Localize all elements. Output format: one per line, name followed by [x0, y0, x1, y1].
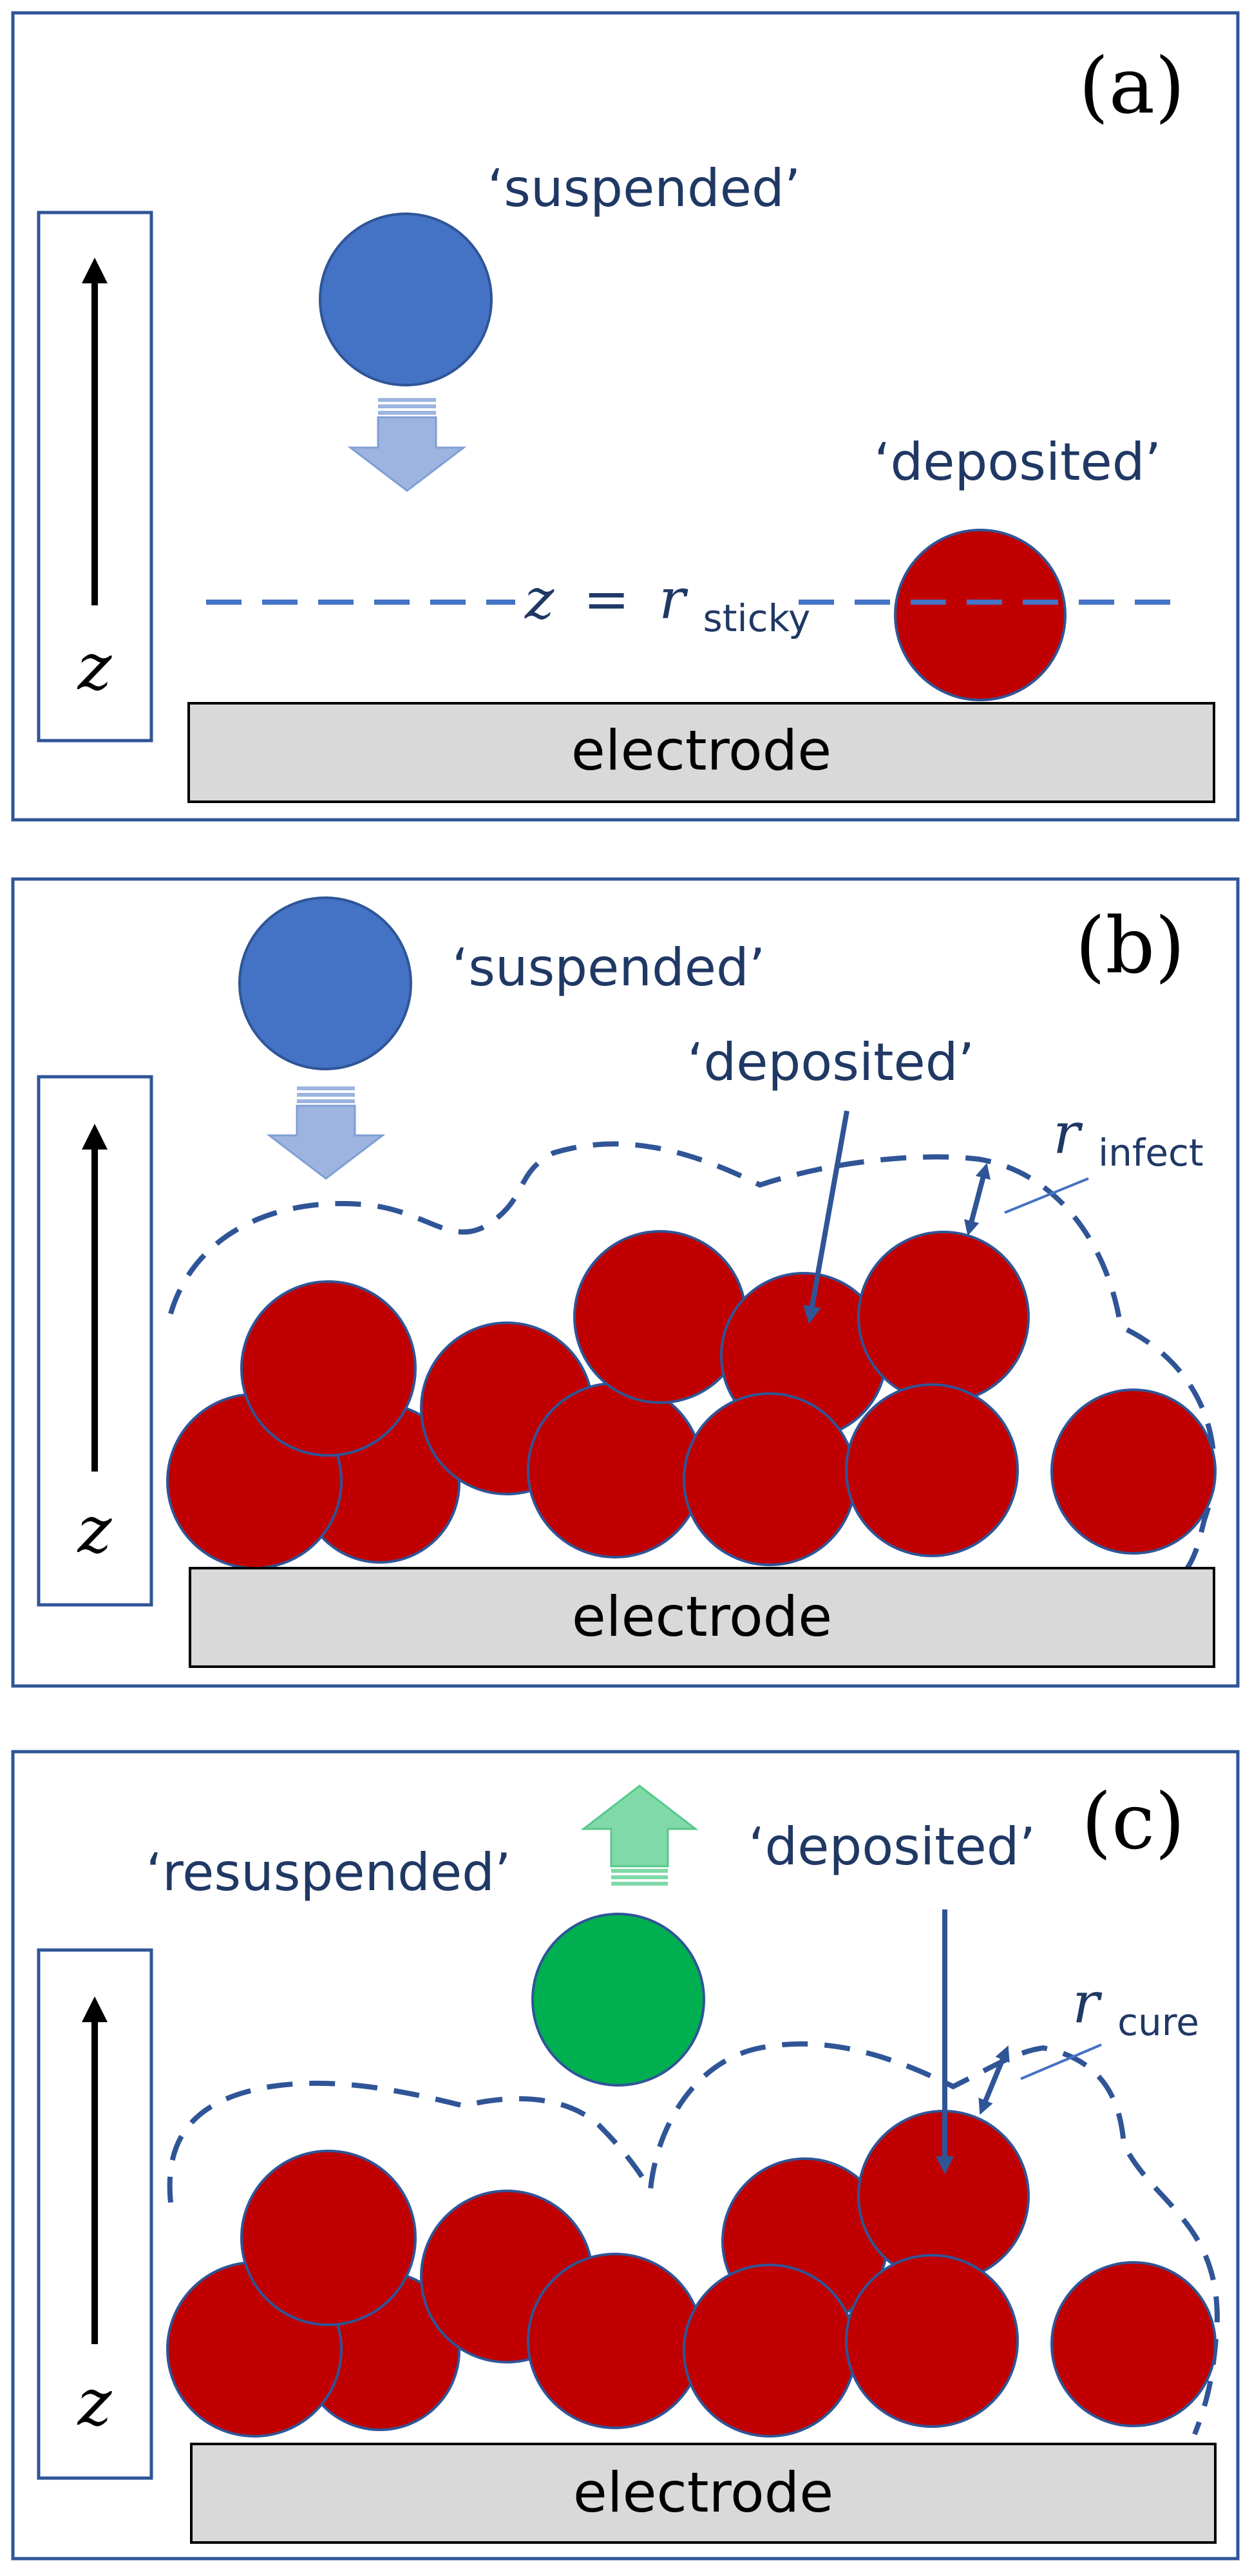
panel-a: (a) z ‘suspended’ ‘deposited’ z = r stic…: [11, 11, 1240, 822]
cure-radius-arrow: [978, 2045, 1010, 2115]
infect-subscript: infect: [1098, 1131, 1204, 1175]
panel-a-frame: [11, 11, 1240, 822]
infect-symbol: r: [1053, 1100, 1083, 1166]
deposited-particle: [527, 2253, 703, 2429]
sticky-threshold-label: z = r sticky: [524, 567, 810, 640]
cure-subscript: cure: [1117, 2000, 1199, 2044]
deposited-particle: [240, 1280, 417, 1457]
threshold-eq: =: [583, 567, 630, 632]
panel-b-letter: (b): [1076, 902, 1185, 991]
suspended-label: ‘suspended’: [452, 938, 765, 998]
down-arrow-icon: [266, 1086, 386, 1180]
down-arrow-icon: [347, 398, 467, 492]
panel-b: (b) z ‘suspended’: [11, 877, 1240, 1688]
deposited-particle: [527, 1382, 703, 1558]
threshold-symbol: r: [659, 567, 688, 632]
deposited-particle: [683, 2264, 857, 2438]
infect-radius-arrow: [964, 1162, 991, 1236]
svg-text:z = r: z = r sticky: [524, 567, 810, 640]
panel-c: (c) z ‘resuspended’ ‘depo: [11, 1750, 1240, 2561]
panel-c-letter: (c): [1081, 1777, 1185, 1867]
electrode-label: electrode: [573, 2461, 833, 2525]
particle-cluster: [166, 1230, 1217, 1569]
z-axis-label: z: [77, 629, 113, 705]
cure-radius-label: r cure: [1072, 1969, 1199, 2044]
threshold-subscript: sticky: [703, 596, 811, 640]
suspended-label: ‘suspended’: [488, 158, 801, 218]
z-axis-label: z: [77, 1492, 113, 1567]
panel-a-letter: (a): [1079, 42, 1185, 131]
electrode: [187, 702, 1215, 803]
deposited-label: ‘deposited’: [687, 1032, 974, 1092]
deposited-particle: [1050, 1388, 1217, 1555]
deposited-particle: [1050, 2261, 1217, 2427]
infect-radius-label: r infect: [1053, 1100, 1204, 1175]
resuspended-particle: [531, 1913, 705, 2087]
cure-envelope: [167, 2041, 1220, 2436]
deposited-label: ‘deposited’: [748, 1817, 1036, 1877]
deposited-particle: [857, 1231, 1030, 1403]
electrode: [190, 2443, 1217, 2544]
threshold-var: z: [524, 567, 555, 632]
deposited-particle: [894, 529, 1067, 701]
suspended-particle: [238, 896, 412, 1070]
deposited-particle: [845, 2254, 1019, 2428]
suspended-particle: [319, 213, 493, 386]
up-arrow-icon: [580, 1785, 699, 1886]
infect-radius-leader: [1004, 1177, 1089, 1214]
deposited-particle: [573, 1230, 747, 1404]
infection-envelope: [168, 1141, 1217, 1573]
resuspended-label: ‘resuspended’: [146, 1842, 511, 1902]
deposited-pointer-arrow: [803, 1110, 849, 1325]
particle-cluster: [166, 2110, 1217, 2438]
electrode: [189, 1567, 1215, 1668]
deposited-label: ‘deposited’: [874, 432, 1161, 492]
z-axis-label: z: [77, 2365, 113, 2440]
deposited-particle: [240, 2150, 417, 2326]
cure-radius-leader: [1020, 2043, 1102, 2080]
deposited-particle: [683, 1392, 857, 1566]
deposited-particle: [845, 1383, 1019, 1557]
cure-symbol: r: [1072, 1969, 1103, 2036]
electrode-label: electrode: [571, 719, 831, 783]
electrode-label: electrode: [572, 1585, 832, 1649]
